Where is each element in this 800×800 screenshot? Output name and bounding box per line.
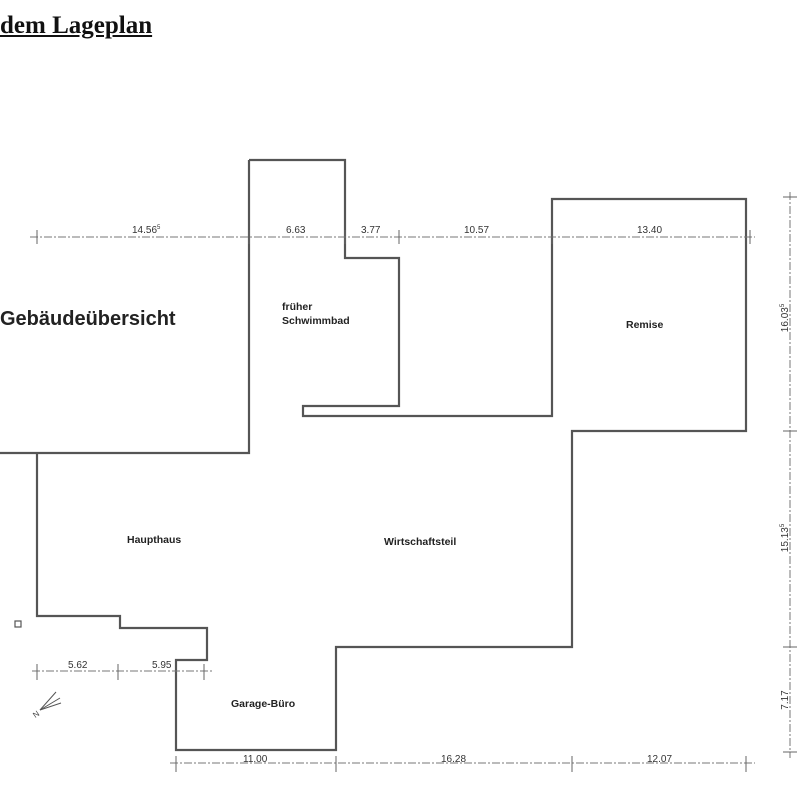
dim-label: 6.63: [286, 225, 306, 236]
svg-text:N: N: [31, 709, 41, 720]
room-label-wirtschaftsteil: Wirtschaftsteil: [384, 536, 456, 548]
dim-label: 15.135: [780, 523, 791, 552]
dim-label: 11.00: [243, 754, 268, 765]
dim-label: 16.28: [441, 754, 466, 765]
room-label-schwimmbad: früher: [282, 301, 312, 313]
dim-label: 7.17: [780, 690, 791, 710]
dimension-line-top: 14.565 6.63 3.77 10.57 13.40: [30, 225, 755, 244]
page-title: dem Lageplan: [0, 12, 153, 39]
dim-label: 12.07: [647, 754, 672, 765]
dim-label: 16.035: [780, 303, 791, 332]
room-label-haupthaus: Haupthaus: [127, 534, 181, 546]
dim-label: 5.95: [152, 660, 172, 671]
dim-label: 13.40: [637, 225, 662, 236]
room-label-schwimmbad: Schwimmbad: [282, 315, 350, 327]
building-outline: [0, 158, 748, 752]
room-label-remise: Remise: [626, 319, 664, 331]
dimension-line-bottom: 11.00 16.28 12.07: [170, 754, 755, 772]
marker-square: [14, 620, 22, 628]
plan-heading: Gebäudeübersicht: [0, 308, 176, 330]
dimension-line-left: 5.62 5.95: [32, 660, 212, 680]
dim-label: 10.57: [464, 225, 489, 236]
room-label-garage: Garage-Büro: [231, 698, 295, 710]
dimension-line-right: 16.035 15.135 7.17: [780, 192, 797, 758]
north-arrow-icon: N: [31, 691, 62, 720]
dim-label: 14.565: [132, 225, 161, 236]
dim-label: 3.77: [361, 225, 381, 236]
dim-label: 5.62: [68, 660, 88, 671]
